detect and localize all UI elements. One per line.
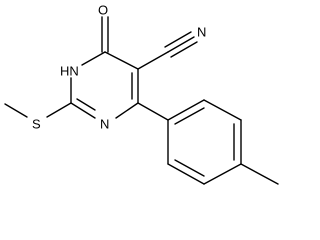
bond-c2-n1 [70,102,96,119]
bond-c2-n1-inner [76,98,96,111]
bond-aryl-methyl [240,163,279,185]
bond-cn-triple-1 [167,36,195,53]
ring-inner-1 [174,107,205,125]
atom-s-label: S [32,117,41,132]
bond-c5-c4 [104,51,139,70]
bond-cn-triple-2 [164,31,192,48]
ring-bond-2 [203,99,242,121]
bond-c4-n3 [81,51,106,66]
bond-c6-aryl [137,102,169,121]
bond-n1-c6 [115,102,139,119]
bond-c5-cn [137,51,169,70]
bond-s-methyl [4,103,28,118]
atom-nh-label: HN [60,64,79,79]
atom-o-label: O [98,3,108,18]
ring-bond-4 [203,163,242,185]
atom-nitrile-n-label: N [197,25,206,40]
structure-diagram: O HN N S N [4,3,279,185]
bond-cn-triple-3 [170,41,198,58]
bond-c2-s [46,102,72,118]
ring-inner-3 [174,159,205,177]
ring-bond-1 [167,99,205,121]
atom-n-label: N [100,117,109,132]
ring-bond-5 [167,163,205,185]
